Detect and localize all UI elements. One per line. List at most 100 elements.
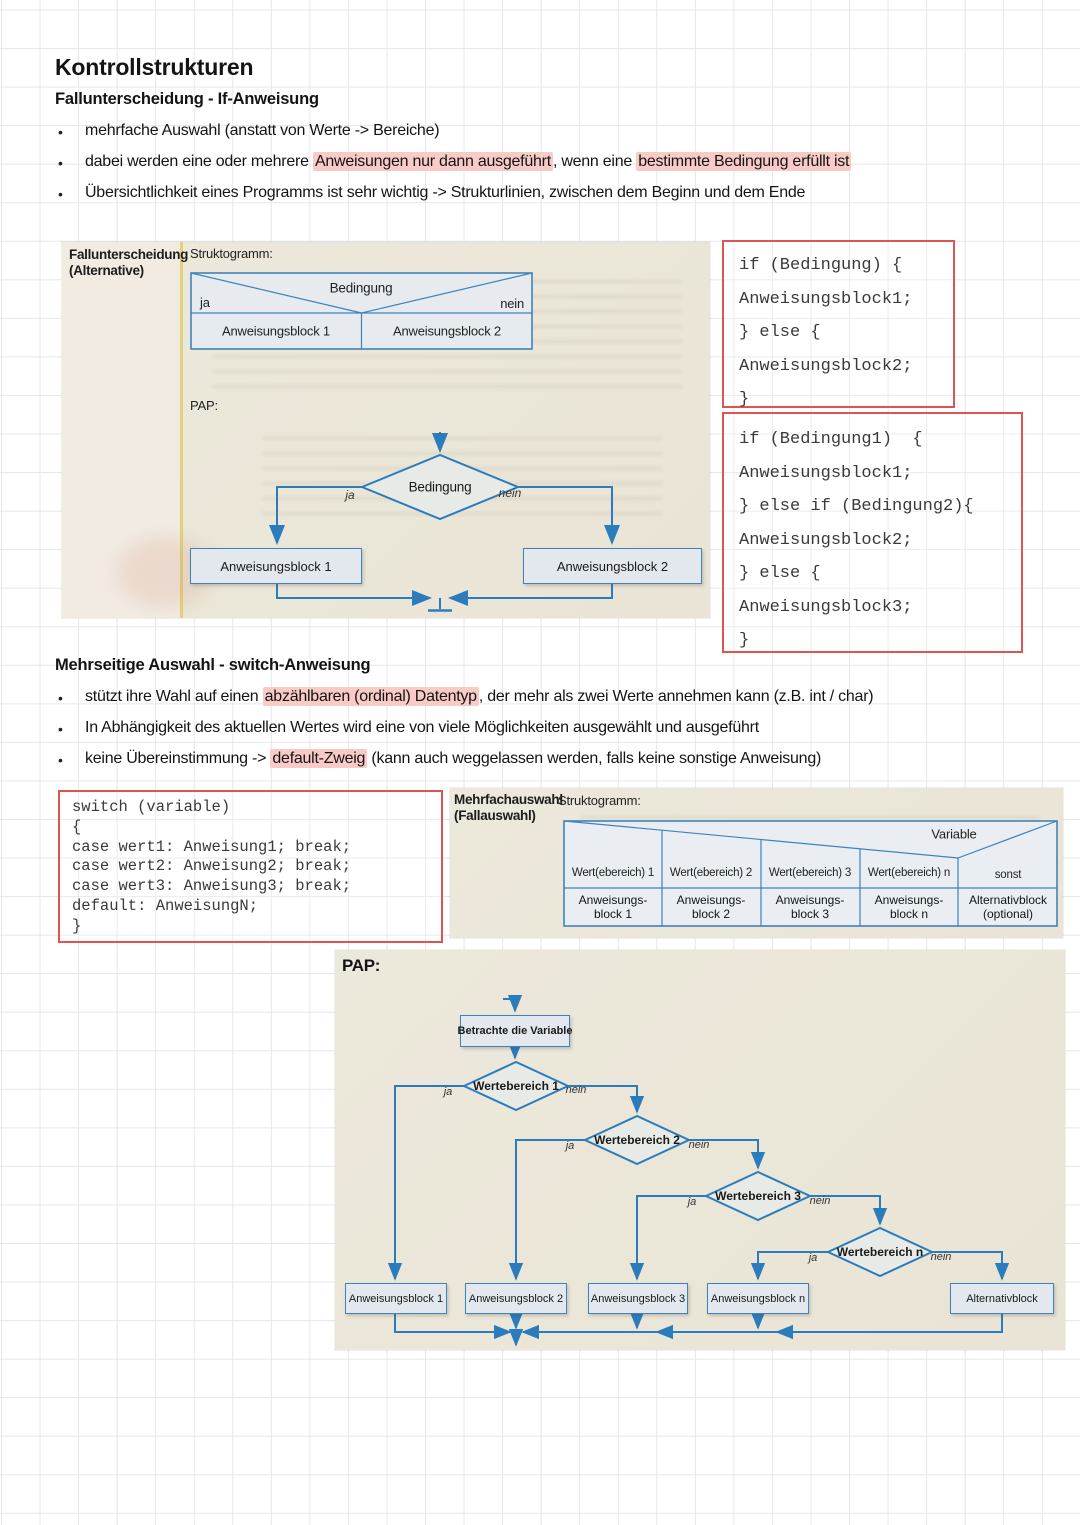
- process-box-alternativ: Alternativblock: [950, 1283, 1054, 1314]
- struktogramm-label: Struktogramm:: [190, 246, 273, 261]
- bullet-text: , wenn eine: [552, 153, 637, 170]
- block-cell: Anweisungs- block 2: [677, 893, 746, 921]
- block1-cell: Anweisungsblock 1: [222, 323, 330, 339]
- decision-diamond-label-3: Wertebereich 3: [715, 1189, 801, 1203]
- bullet-text: dabei werden eine oder mehrere: [85, 153, 313, 170]
- code-line: if (Bedingung1) {: [739, 430, 923, 449]
- structogram-if-lines: [190, 272, 533, 350]
- pap-label: PAP:: [190, 398, 218, 413]
- code-if-else-box: if (Bedingung1) { Anweisungsblock1; } el…: [722, 412, 1023, 653]
- value-cell: Wert(ebereich) 3: [768, 867, 852, 879]
- bullet-text: stützt ihre Wahl auf einen: [85, 688, 263, 705]
- structogram-switch-lines: [563, 820, 1058, 927]
- highlight: abzählbaren (ordinal) Datentyp: [262, 687, 479, 706]
- block2-cell: Anweisungsblock 2: [393, 323, 501, 339]
- yes-label: ja: [687, 1196, 697, 1208]
- decision-diamond-label-1: Wertebereich 1: [473, 1079, 559, 1093]
- switch-bullet-1: stützt ihre Wahl auf einen abzählbaren (…: [55, 687, 1045, 708]
- switch-bullet-2: In Abhängigkeit des aktuellen Wertes wir…: [55, 718, 1045, 739]
- value-cell: Wert(ebereich) 1: [571, 867, 655, 879]
- code-line: Anweisungsblock1;: [739, 463, 913, 483]
- code-line: }: [739, 631, 750, 650]
- no-label: nein: [498, 486, 522, 500]
- value-cell: Wert(ebereich) n: [867, 867, 951, 879]
- code-line: }: [739, 390, 750, 409]
- bullet-text: , der mehr als zwei Werte annehmen kann …: [478, 688, 874, 705]
- block-cell: Anweisungs- block 3: [776, 893, 845, 921]
- switch-heading: Mehrseitige Auswahl - switch-Anweisung: [55, 656, 371, 674]
- block-line: Alternativblock: [968, 893, 1048, 907]
- code-line: Anweisungsblock3;: [739, 597, 913, 617]
- code-line: Anweisungsblock2;: [739, 530, 913, 550]
- bullet-text: keine Übereinstimmung ->: [85, 750, 271, 767]
- code-switch-box: switch (variable) { case wert1: Anweisun…: [58, 790, 443, 943]
- fig-switch-label-line2: (Fallauswahl): [454, 808, 536, 823]
- highlight: bestimmte Bedingung erfüllt ist: [636, 152, 852, 171]
- no-label: nein: [930, 1251, 952, 1263]
- switch-bullet-3: keine Übereinstimmung -> default-Zweig (…: [55, 749, 1045, 770]
- block-line: block n: [889, 907, 929, 921]
- flowchart-if-connectors: [269, 432, 620, 612]
- block-cell: Alternativblock (optional): [969, 893, 1047, 921]
- code-line: }: [72, 916, 82, 935]
- decision-diamond-label-2: Wertebereich 2: [594, 1133, 680, 1147]
- process-box-1: Anweisungsblock 1: [345, 1283, 447, 1314]
- fig-pap-scan: PAP:: [335, 950, 1065, 1350]
- fig-if-label-column: [62, 242, 180, 618]
- page-title: Kontrollstrukturen: [55, 54, 254, 80]
- yes-label: ja: [200, 295, 210, 310]
- no-label: nein: [688, 1139, 710, 1151]
- code-line: default: AnweisungN;: [72, 896, 259, 915]
- no-label: nein: [500, 296, 524, 311]
- pap-condition-diamond-label: Bedingung: [408, 479, 472, 495]
- code-line: } else {: [739, 564, 821, 583]
- fig-switch-scan: Mehrfachauswahl (Fallauswahl) Struktogra…: [450, 788, 1063, 938]
- start-box: Betrachte die Variable: [458, 1015, 572, 1047]
- process-box-3: Anweisungsblock 3: [588, 1283, 688, 1314]
- struktogramm-label: Struktogramm:: [558, 793, 641, 808]
- process-box-n: Anweisungsblock n: [707, 1283, 809, 1314]
- if-bullet-1: mehrfache Auswahl (anstatt von Werte -> …: [55, 121, 1045, 142]
- yes-label: ja: [808, 1252, 818, 1264]
- code-line: switch (variable): [72, 798, 231, 816]
- fig-if-scan: Fallunterscheidung (Alternative) Strukto…: [62, 242, 710, 618]
- value-cell: Wert(ebereich) 2: [669, 867, 753, 879]
- code-if-box: if (Bedingung) { Anweisungsblock1; } els…: [722, 240, 955, 409]
- fig-if-label-line2: (Alternative): [69, 263, 144, 278]
- highlight: default-Zweig: [270, 749, 368, 768]
- variable-label: Variable: [931, 826, 977, 842]
- bullet-text: Übersichtlichkeit eines Programms ist se…: [85, 184, 806, 201]
- if-bullet-3: Übersichtlichkeit eines Programms ist se…: [55, 183, 1045, 204]
- block-line: block 1: [593, 907, 633, 921]
- bullet-text: (kann auch weggelassen werden, falls kei…: [367, 750, 822, 767]
- structogram-switch: Variable Wert(ebereich) 1 Wert(ebereich)…: [563, 820, 1058, 927]
- fig-if-divider-line: [180, 242, 183, 618]
- bullet-text: In Abhängigkeit des aktuellen Wertes wir…: [85, 719, 759, 736]
- fig-switch-label-line1: Mehrfachauswahl: [454, 792, 563, 807]
- structogram-if: Bedingung ja nein Anweisungsblock 1 Anwe…: [190, 272, 533, 350]
- yes-label: ja: [443, 1086, 453, 1098]
- block-line: block 2: [691, 907, 731, 921]
- pap-flowchart-connectors: [387, 994, 1010, 1347]
- code-line: } else {: [739, 323, 821, 342]
- yes-label: ja: [345, 488, 355, 502]
- block-line: Anweisungs-: [676, 893, 746, 907]
- value-cell: sonst: [994, 869, 1022, 881]
- block-cell: Anweisungs- block 1: [579, 893, 648, 921]
- bullet-text: mehrfache Auswahl (anstatt von Werte -> …: [85, 122, 440, 139]
- block-line: Anweisungs-: [874, 893, 944, 907]
- if-bullet-2: dabei werden eine oder mehrere Anweisung…: [55, 152, 1045, 173]
- decision-diamond-label-n: Wertebereich n: [836, 1245, 924, 1259]
- process-box-block2: Anweisungsblock 2: [523, 548, 702, 584]
- block-line: Anweisungs-: [775, 893, 845, 907]
- block-line: (optional): [982, 907, 1034, 921]
- if-heading: Fallunterscheidung - If-Anweisung: [55, 90, 319, 108]
- code-line: Anweisungsblock1;: [739, 289, 913, 309]
- code-line: {: [72, 817, 82, 836]
- code-line: if (Bedingung) {: [739, 256, 903, 275]
- process-box-block1: Anweisungsblock 1: [190, 548, 362, 584]
- code-line: case wert1: Anweisung1; break;: [72, 837, 352, 856]
- block-line: block 3: [790, 907, 830, 921]
- pap-label: PAP:: [342, 956, 381, 975]
